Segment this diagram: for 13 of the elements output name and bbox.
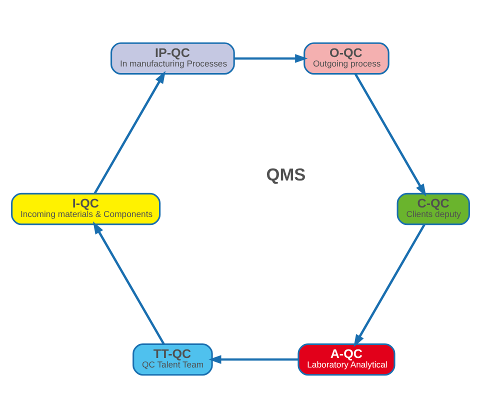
arrow xyxy=(92,221,165,345)
node-box: I-QC Incoming materials & Components xyxy=(11,192,161,226)
label: QMS xyxy=(266,164,306,184)
arrow xyxy=(354,224,426,348)
node-box: IP-QC In manufacturing Processes xyxy=(110,42,235,75)
node-box: O-QC Outgoing process xyxy=(304,42,390,75)
arrow xyxy=(354,73,426,197)
node-box: TT-QC QC Talent Team xyxy=(132,343,213,376)
arrow xyxy=(208,355,298,364)
arrow xyxy=(234,54,308,63)
node-box: A-QC Laboratory Analytical xyxy=(298,343,396,376)
node-box: C-QC Clients deputy xyxy=(396,192,470,226)
arrow xyxy=(94,70,166,194)
